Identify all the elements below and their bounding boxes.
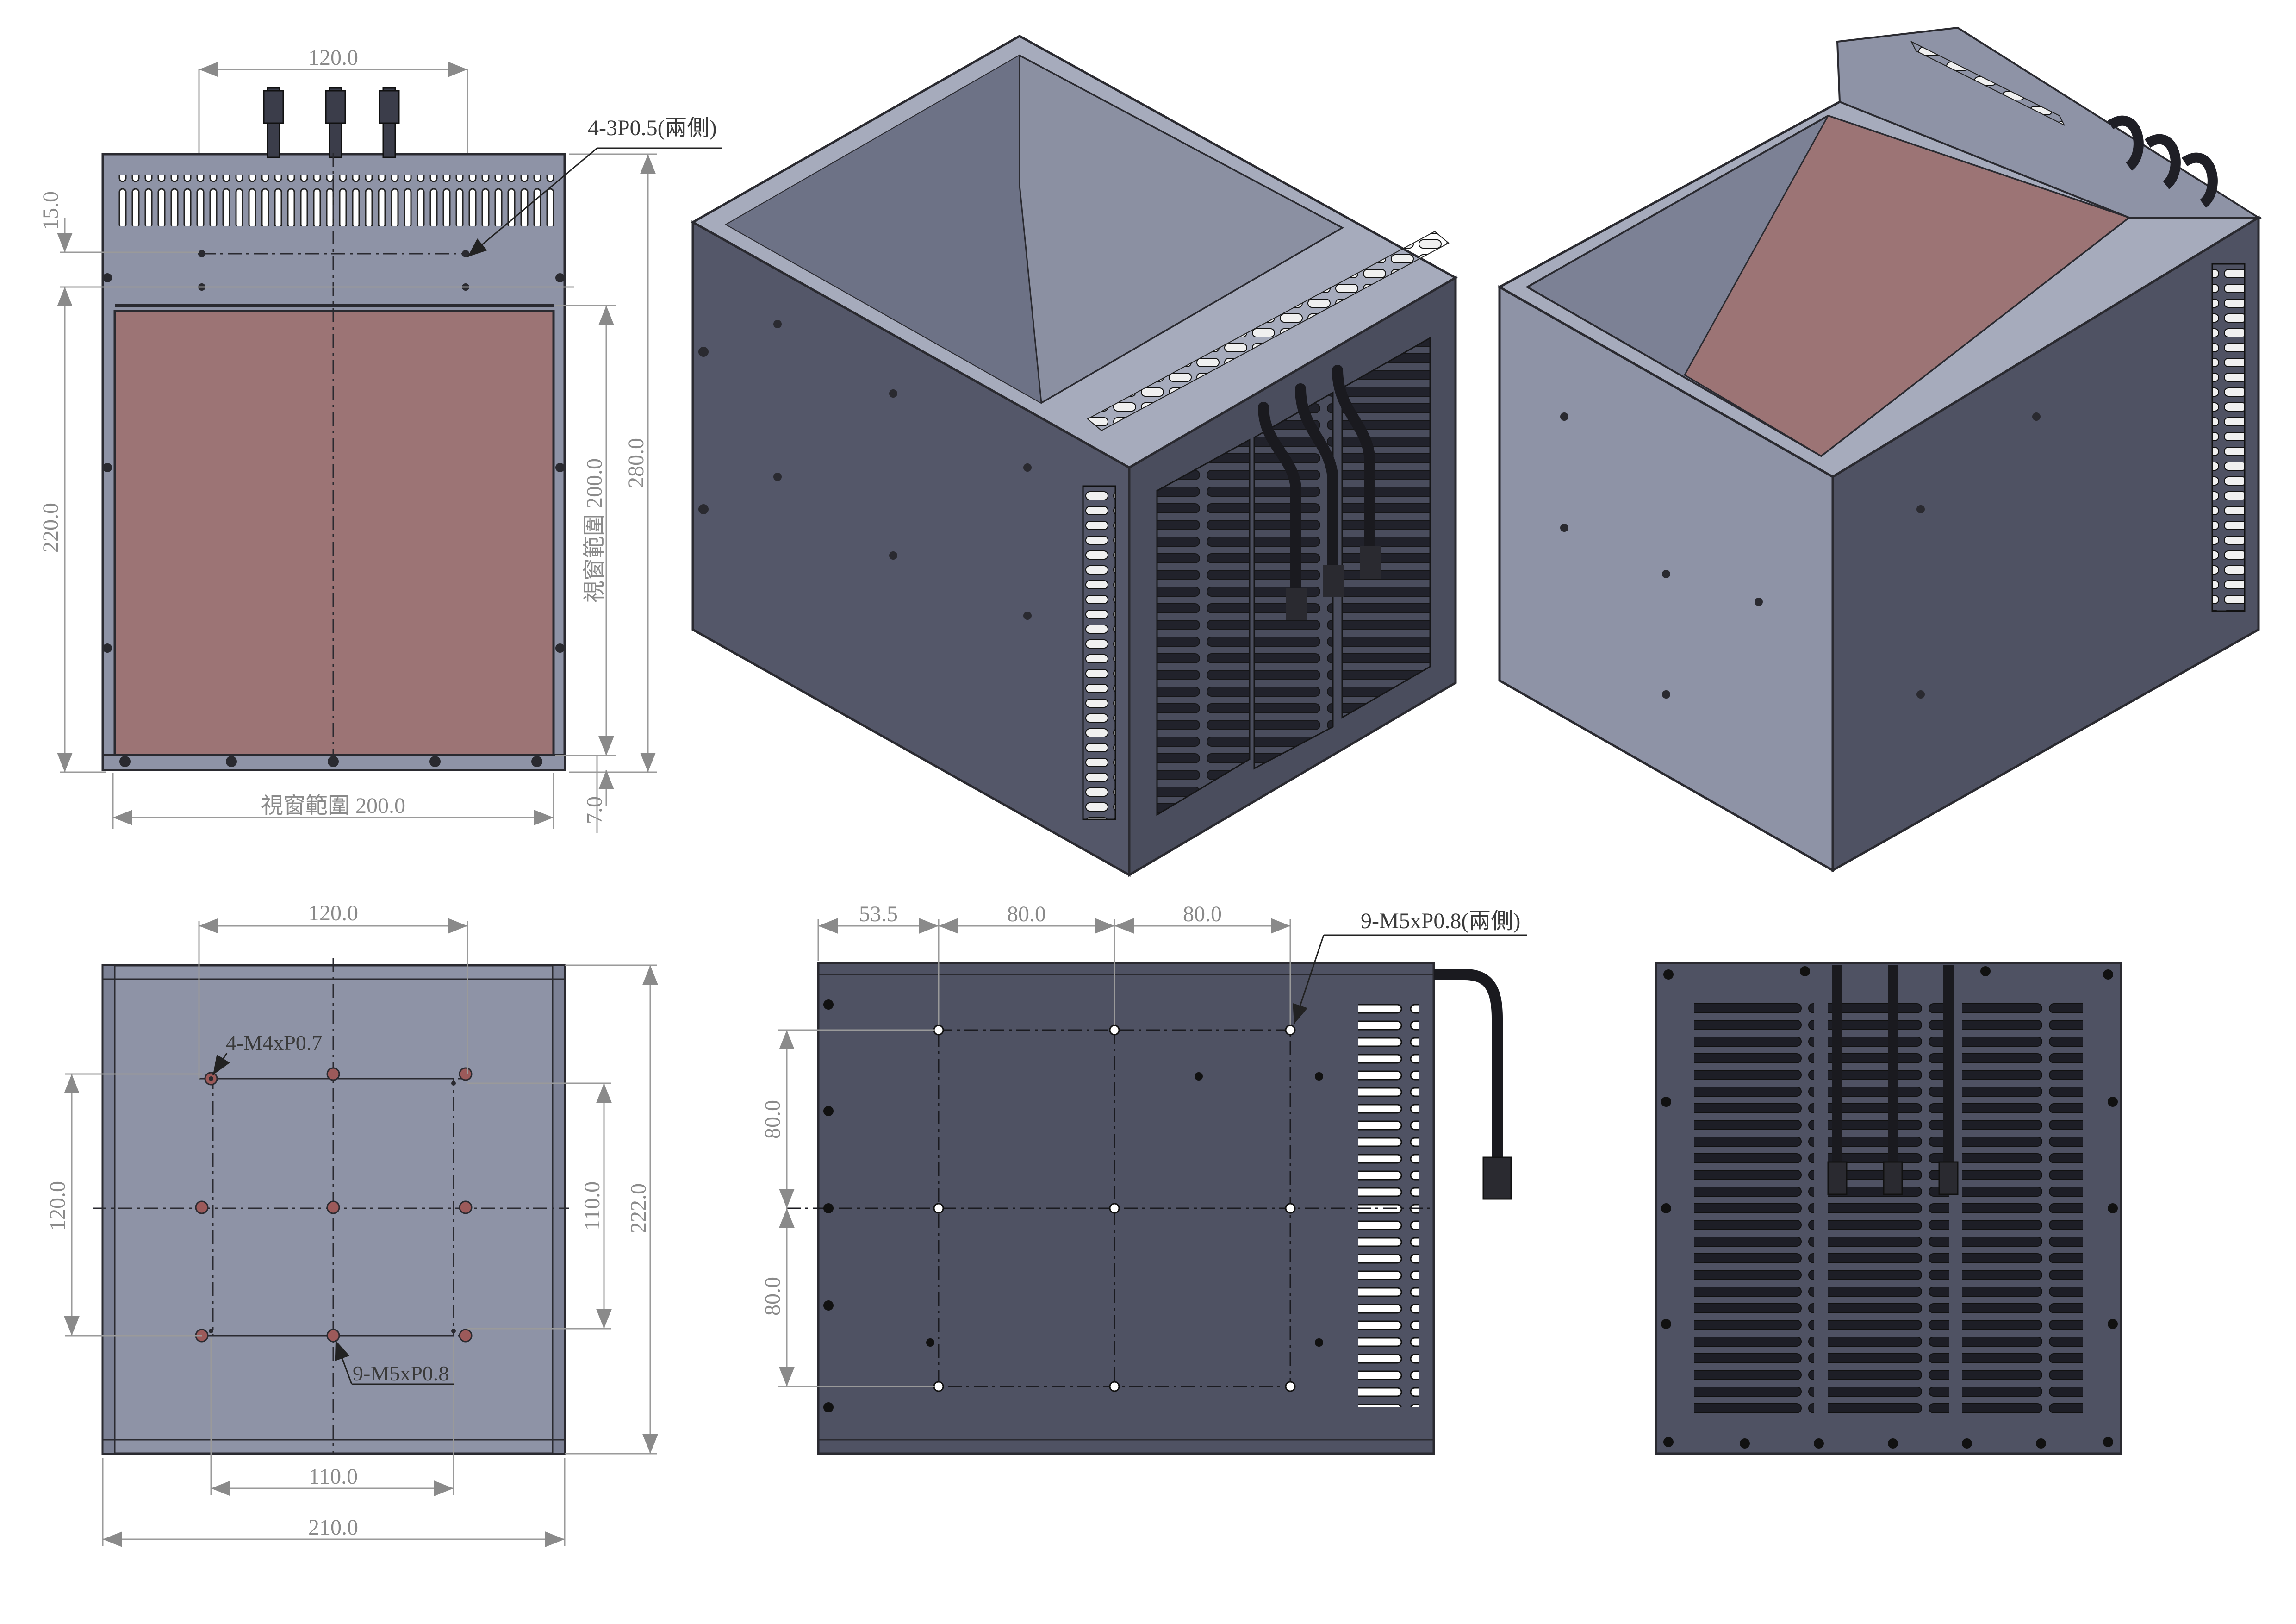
dim-front-right-outer: 280.0 xyxy=(624,438,648,488)
dim-side-top-3: 80.0 xyxy=(1183,902,1222,926)
front-window xyxy=(113,310,555,757)
dim-front-right-inner: 視窗範圍 200.0 xyxy=(582,458,607,603)
iso-view-open-top xyxy=(690,35,1458,877)
dim-side-top-1: 53.5 xyxy=(859,902,898,926)
bottom-view: 120.0 4-M4xP0.7 120.0 110.0 222.0 9-M5xP… xyxy=(45,901,658,1547)
front-view: 120.0 15.0 220.0 視窗範圍 200.0 280.0 7.0 視窗… xyxy=(38,45,722,833)
dim-bottom-right-outer: 222.0 xyxy=(626,1183,651,1233)
dim-side-left-lower: 80.0 xyxy=(760,1277,785,1316)
callout-m5-thread: 9-M5xP0.8 xyxy=(353,1362,449,1385)
callout-front-thread: 4-3P0.5(兩側) xyxy=(588,116,717,140)
front-vent-strip xyxy=(116,175,555,226)
dim-front-left-small: 15.0 xyxy=(38,191,63,230)
dim-bottom-right-inner: 110.0 xyxy=(580,1181,604,1230)
callout-m4-thread: 4-M4xP0.7 xyxy=(226,1031,322,1055)
callout-side-thread: 9-M5xP0.8(兩側) xyxy=(1361,909,1520,933)
dim-front-bottom: 視窗範圍 200.0 xyxy=(261,793,405,818)
iso-view-window xyxy=(1497,26,2262,873)
dim-front-left-tall: 220.0 xyxy=(38,503,63,553)
side-view: 53.5 80.0 80.0 9-M5xP0.8(兩側) 80.0 80.0 xyxy=(760,902,1527,1455)
dim-bottom-left: 120.0 xyxy=(45,1181,70,1231)
rear-view xyxy=(1655,962,2122,1455)
dim-side-top-2: 80.0 xyxy=(1007,902,1046,926)
cable-connectors xyxy=(263,87,400,158)
dim-bottom-inner: 110.0 xyxy=(309,1464,358,1489)
dim-bottom-top: 120.0 xyxy=(308,901,358,925)
dim-bottom-outer: 210.0 xyxy=(308,1515,358,1540)
dim-front-top: 120.0 xyxy=(308,45,358,70)
dim-side-left-upper: 80.0 xyxy=(760,1100,785,1139)
dim-front-bottom-right: 7.0 xyxy=(582,796,607,824)
